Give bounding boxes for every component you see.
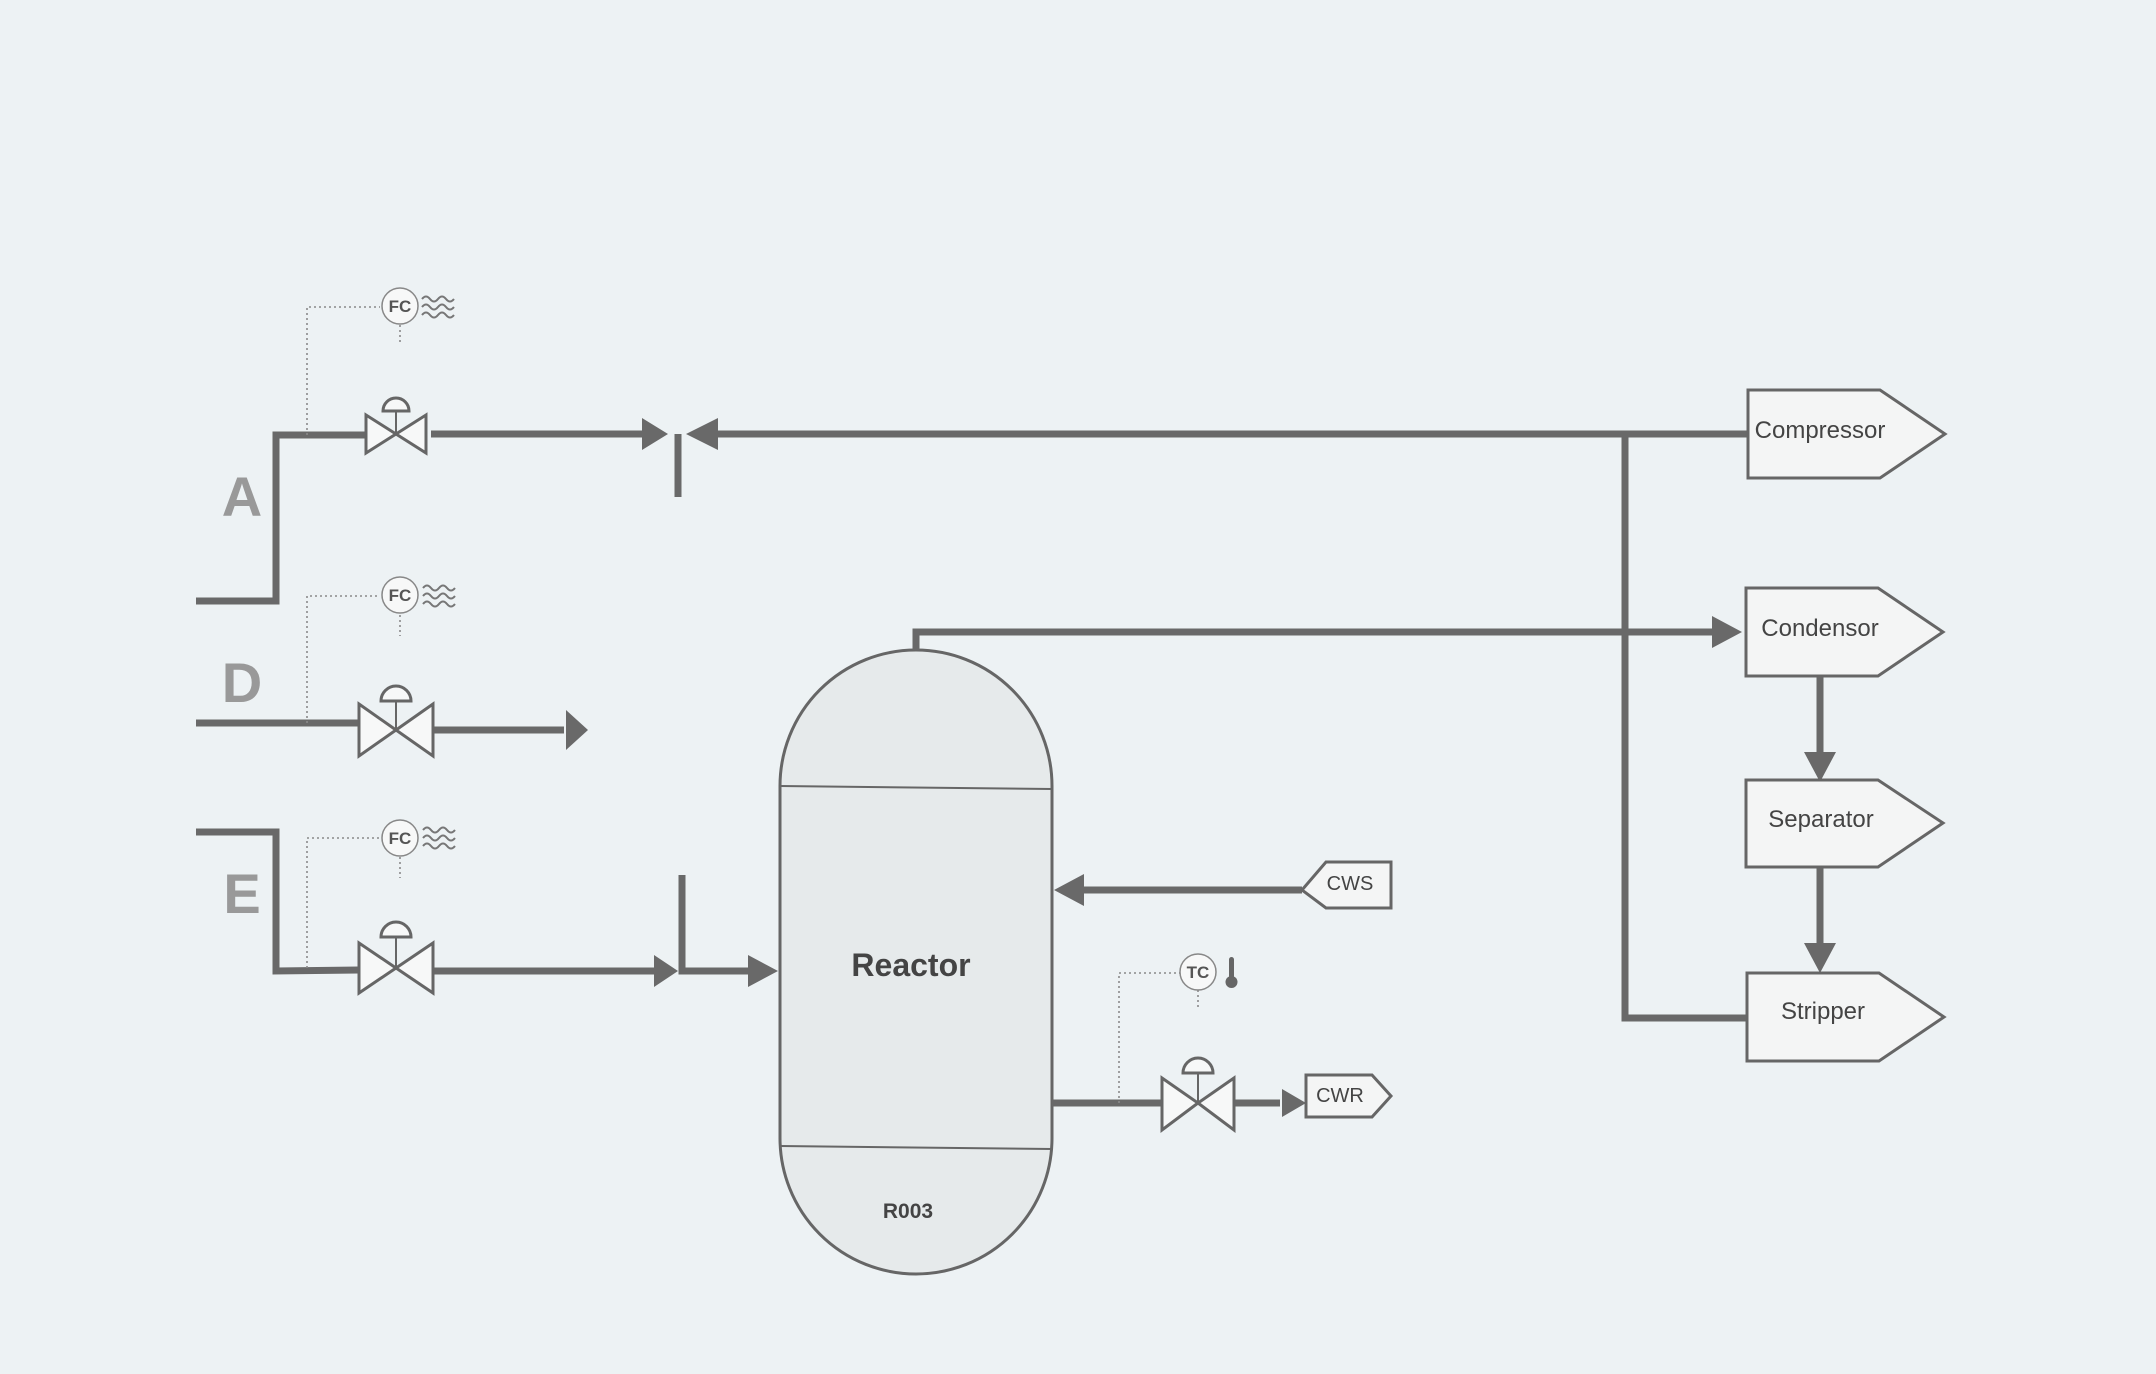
compressor-recycle-line (686, 418, 1748, 450)
flow-wave-icon (422, 584, 456, 608)
stream-e-control-valve[interactable] (357, 920, 435, 996)
cwr-line (1052, 1089, 1306, 1117)
stream-d-control-valve[interactable] (357, 684, 435, 759)
reactor-feed-line (678, 875, 778, 987)
cwr-label: CWR (1316, 1085, 1364, 1107)
stream-e-flow-controller[interactable]: FC (306, 819, 456, 968)
fc-e-label: FC (389, 829, 412, 848)
stream-a-label: A (222, 465, 262, 528)
reactor-overhead-line (912, 616, 1742, 650)
separator-to-stripper-line (1804, 868, 1836, 973)
temperature-controller[interactable]: TC (1118, 953, 1238, 1103)
stream-e-line (196, 828, 678, 987)
separator-block[interactable]: Separator (1744, 778, 1946, 869)
flow-wave-icon (422, 826, 456, 850)
condensor-to-separator-line (1804, 677, 1836, 782)
tc-label: TC (1187, 963, 1210, 982)
separator-label: Separator (1768, 806, 1873, 833)
thermometer-icon (1225, 957, 1238, 988)
compressor-block[interactable]: Compressor (1746, 388, 1948, 480)
reactor-name: Reactor (851, 947, 970, 983)
stream-d-label: D (222, 651, 262, 714)
stream-d-line (196, 710, 588, 750)
cws-label: CWS (1327, 873, 1374, 895)
cwr-control-valve[interactable] (1160, 1056, 1236, 1133)
cws-tag[interactable]: CWS (1299, 860, 1393, 910)
stream-d-flow-controller[interactable]: FC (306, 576, 456, 723)
flow-wave-icon (421, 295, 455, 319)
fc-d-label: FC (389, 586, 412, 605)
stream-a-line (196, 418, 668, 605)
reactor-tag: R003 (883, 1200, 933, 1223)
stream-e-label: E (223, 862, 260, 925)
fc-a-label: FC (389, 297, 412, 316)
stream-a-control-valve[interactable] (364, 396, 428, 456)
stripper-recycle-line (1621, 434, 1748, 1022)
condensor-block[interactable]: Condensor (1744, 586, 1946, 678)
reactor-vessel[interactable]: Reactor R003 (778, 648, 1054, 1276)
cwr-tag[interactable]: CWR (1304, 1073, 1394, 1119)
condensor-label: Condensor (1761, 615, 1878, 642)
stripper-block[interactable]: Stripper (1745, 971, 1947, 1063)
cws-line (1054, 874, 1302, 906)
stream-a-flow-controller[interactable]: FC (306, 287, 455, 435)
stripper-label: Stripper (1781, 998, 1865, 1025)
compressor-label: Compressor (1755, 417, 1886, 444)
